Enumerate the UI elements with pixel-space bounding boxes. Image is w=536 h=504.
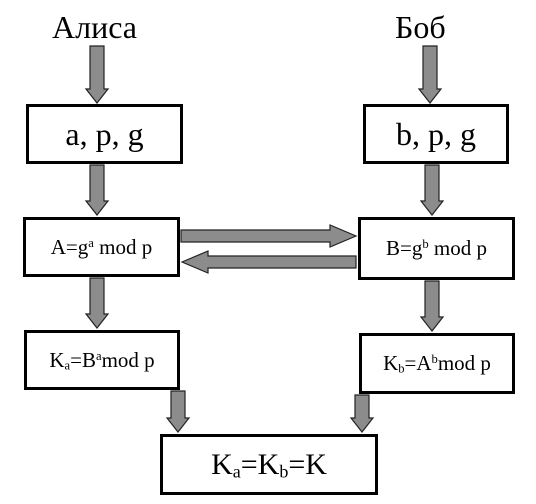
arrow-alice-params-to-public: [84, 164, 110, 216]
alice-shared-key-box: Ka=Bamod p: [24, 330, 180, 390]
arrow-bob-to-params: [417, 45, 443, 104]
arrow-alice-public-to-key: [84, 277, 110, 329]
bob-public-key-box: B=gb mod p: [358, 217, 515, 280]
alice-shared-key-formula: Ka=Bamod p: [49, 347, 155, 373]
arrow-alice-key-to-shared: [165, 390, 191, 433]
alice-public-key-box: A=ga mod p: [23, 217, 180, 277]
bob-shared-key-box: Kb=Abmod p: [359, 333, 515, 394]
bob-params-box: b, p, g: [363, 104, 509, 164]
bob-public-key-formula: B=gb mod p: [386, 236, 487, 260]
arrow-bob-public-to-key: [419, 280, 445, 332]
bob-shared-key-formula: Kb=Abmod p: [383, 351, 491, 376]
arrow-B-to-alice: [180, 250, 357, 274]
shared-secret-formula: Ka=Kb=K: [211, 447, 327, 482]
arrow-bob-key-to-shared: [349, 394, 375, 433]
shared-secret-box: Ka=Kb=K: [160, 434, 378, 495]
alice-params-box: a, p, g: [26, 104, 183, 164]
bob-params-text: b, p, g: [396, 115, 476, 152]
alice-public-key-formula: A=ga mod p: [50, 234, 153, 259]
arrow-bob-params-to-public: [419, 164, 445, 216]
arrow-A-to-bob: [180, 224, 358, 248]
alice-label: Алиса: [52, 9, 137, 45]
bob-label: Боб: [395, 9, 446, 45]
alice-params-text: a, p, g: [65, 115, 144, 152]
arrow-alice-to-params: [84, 45, 110, 104]
